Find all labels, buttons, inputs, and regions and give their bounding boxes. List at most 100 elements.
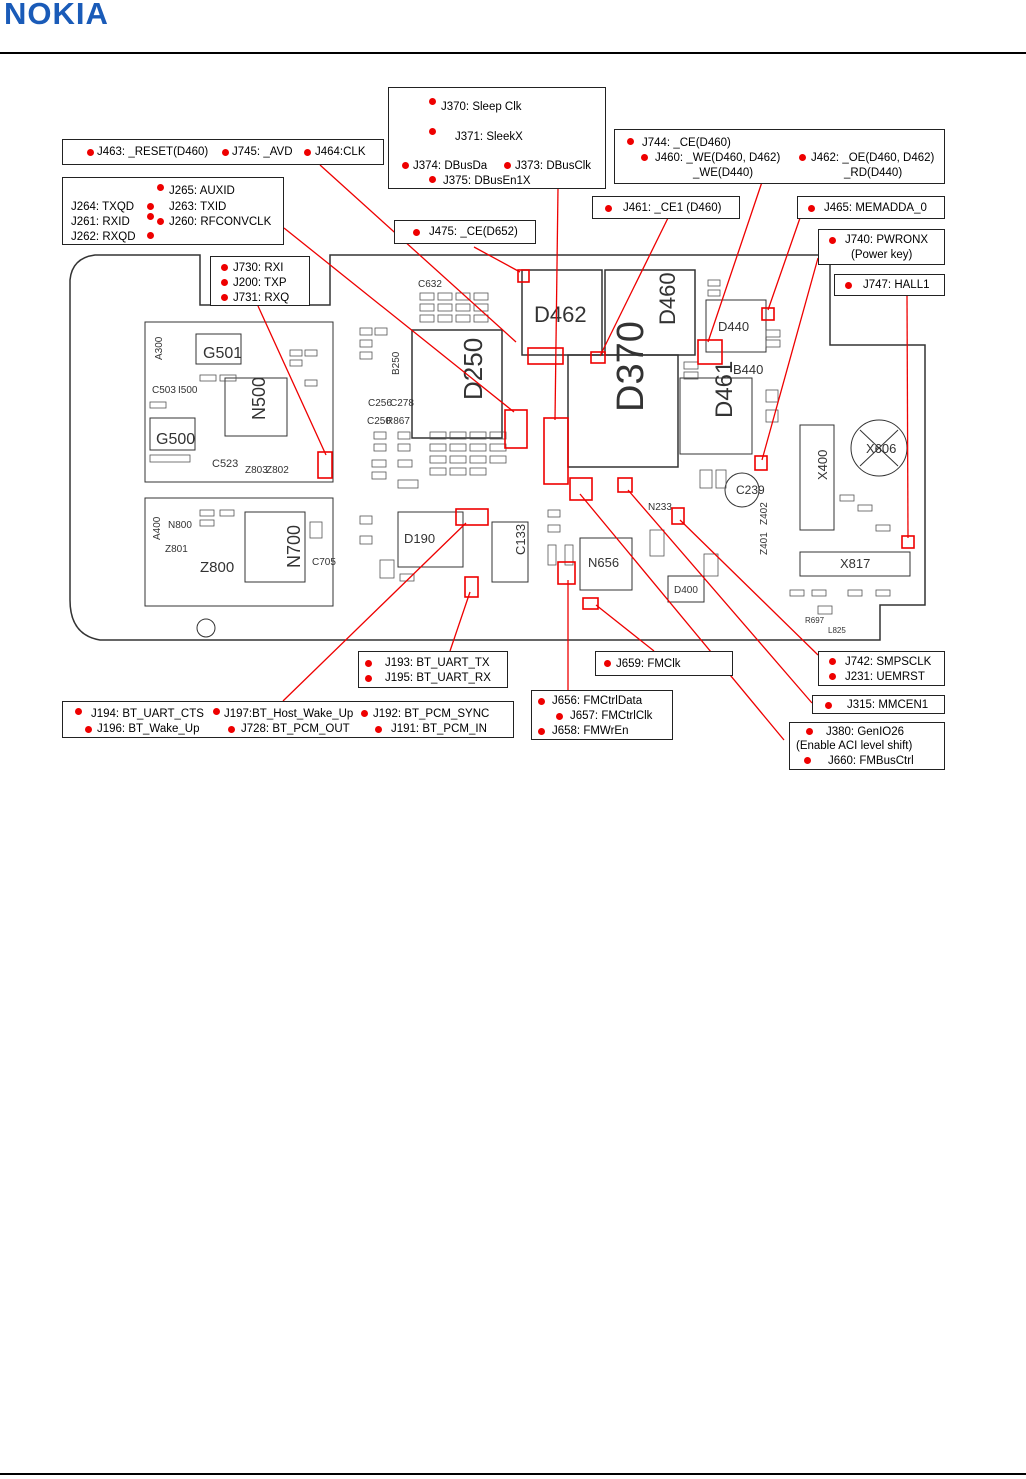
label-j380: J380: GenIO26 [826,726,904,738]
red-dot-icon [87,149,94,156]
ref-c250: C250 [367,416,391,427]
ref-a400: A400 [152,516,163,540]
pcb-board-diagram: A300 G501 G500 N500 C503 I500 C523 Z803 … [69,164,926,741]
label-j196: J196: BT_Wake_Up [97,723,200,735]
ref-x400: X400 [815,450,830,480]
red-dot-icon [222,149,229,156]
ref-c278: C278 [390,398,414,409]
label-rd-d440: _RD(D440) [844,167,903,179]
ref-c632: C632 [418,279,442,290]
label-j460: J460: _WE(D460, D462) [655,152,781,164]
callout-j461: J461: _CE1 (D460) [592,196,740,219]
ref-x817: X817 [840,556,870,571]
chip-g500 [149,417,196,451]
red-dot-icon [365,660,372,667]
callout-pwronx: J740: PWRONX (Power key) [818,229,945,265]
ref-d250: D250 [458,338,488,400]
label-j660: J660: FMBusCtrl [828,755,914,767]
callout-leaders [257,164,909,741]
label-j370: J370: Sleep Clk [441,101,522,113]
label-j200: J200: TXP [233,277,287,289]
red-dot-icon [85,726,92,733]
callout-hall: J747: HALL1 [834,274,945,296]
label-j315: J315: MMCEN1 [847,699,929,711]
mount-hole [196,618,216,638]
ref-r697: R697 [805,616,825,625]
ref-z402: Z402 [759,502,770,525]
label-j260: J260: RFCONVCLK [169,216,272,228]
ref-z803: Z803 [245,465,268,476]
label-j192: J192: BT_PCM_SYNC [373,708,490,720]
label-j195: J195: BT_UART_RX [385,672,491,684]
callout-dbus: J370: Sleep Clk J371: SleekX J374: DBusD… [388,87,606,189]
label-j375: J375: DBusEn1X [443,175,531,187]
red-dot-icon [365,675,372,682]
chip-g501 [195,333,242,365]
shield-a300 [144,321,334,483]
passive-components [149,279,891,615]
callout-mmc: J315: MMCEN1 [812,695,945,714]
chip-n500 [224,377,288,437]
red-dot-icon [157,184,164,191]
ref-i500: I500 [178,385,198,396]
label-j261: J261: RXID [71,216,130,228]
ref-z801: Z801 [165,544,188,555]
ref-l825: L825 [828,626,846,635]
ref-b250: B250 [391,351,402,375]
label-j745: J745: _AVD [232,146,293,158]
red-dot-icon [808,205,815,212]
label-j194: J194: BT_UART_CTS [91,708,204,720]
red-dot-icon [605,205,612,212]
ref-d460: D460 [655,272,680,325]
label-j373: J373: DBusClk [515,160,592,172]
label-j740: J740: PWRONX [845,234,929,246]
label-j731: J731: RXQ [233,292,290,304]
label-j263: J263: TXID [169,201,227,213]
label-j193: J193: BT_UART_TX [385,657,490,669]
ref-d462: D462 [534,302,587,327]
ref-c503: C503 [152,385,176,396]
label-enable-aci: (Enable ACI level shift) [796,740,913,752]
red-dot-icon [825,702,832,709]
callout-j475: J475: _CE(D652) [394,220,536,244]
ref-c239: C239 [736,483,765,497]
ref-z800: Z800 [200,559,234,576]
chip-c133 [491,521,529,583]
header-rule [0,52,1026,54]
ref-z802: Z802 [266,465,289,476]
label-j475: J475: _CE(D652) [429,226,518,238]
red-dot-icon [221,264,228,271]
label-j371: J371: SleekX [455,131,523,143]
label-j463: J463: _RESET(D460) [97,146,209,158]
ref-d400: D400 [674,585,698,596]
ref-d190: D190 [404,531,435,546]
ref-n700: N700 [284,525,304,568]
label-we-d440: _WE(D440) [693,167,754,179]
callout-smps: J742: SMPSCLK J231: UEMRST [818,651,945,686]
label-j191: J191: BT_PCM_IN [391,723,487,735]
label-j197: J197:BT_Host_Wake_Up [224,708,354,720]
red-dot-icon [147,203,154,210]
ref-a300: A300 [154,336,165,360]
ref-n656: N656 [588,555,619,570]
chip-n700 [244,511,306,583]
red-dot-icon [228,726,235,733]
red-dot-icon [221,279,228,286]
red-dot-icon [429,128,436,135]
ref-r867: R867 [386,416,410,427]
red-dot-icon [604,660,611,667]
red-dot-icon [157,218,164,225]
red-dot-icon [799,154,806,161]
chip-d250 [411,329,503,439]
ref-g501: G501 [203,345,242,362]
callout-j465: J465: MEMADDA_0 [797,196,945,219]
ref-c705: C705 [312,557,336,568]
ref-x606: X606 [866,441,896,456]
label-j262: J262: RXQD [71,231,136,243]
label-j465: J465: MEMADDA_0 [824,202,927,214]
red-dot-icon [641,154,648,161]
ref-d370: D370 [610,321,652,412]
red-dot-icon [375,726,382,733]
red-dot-icon [538,728,545,735]
label-j464: J464:CLK [315,146,366,158]
